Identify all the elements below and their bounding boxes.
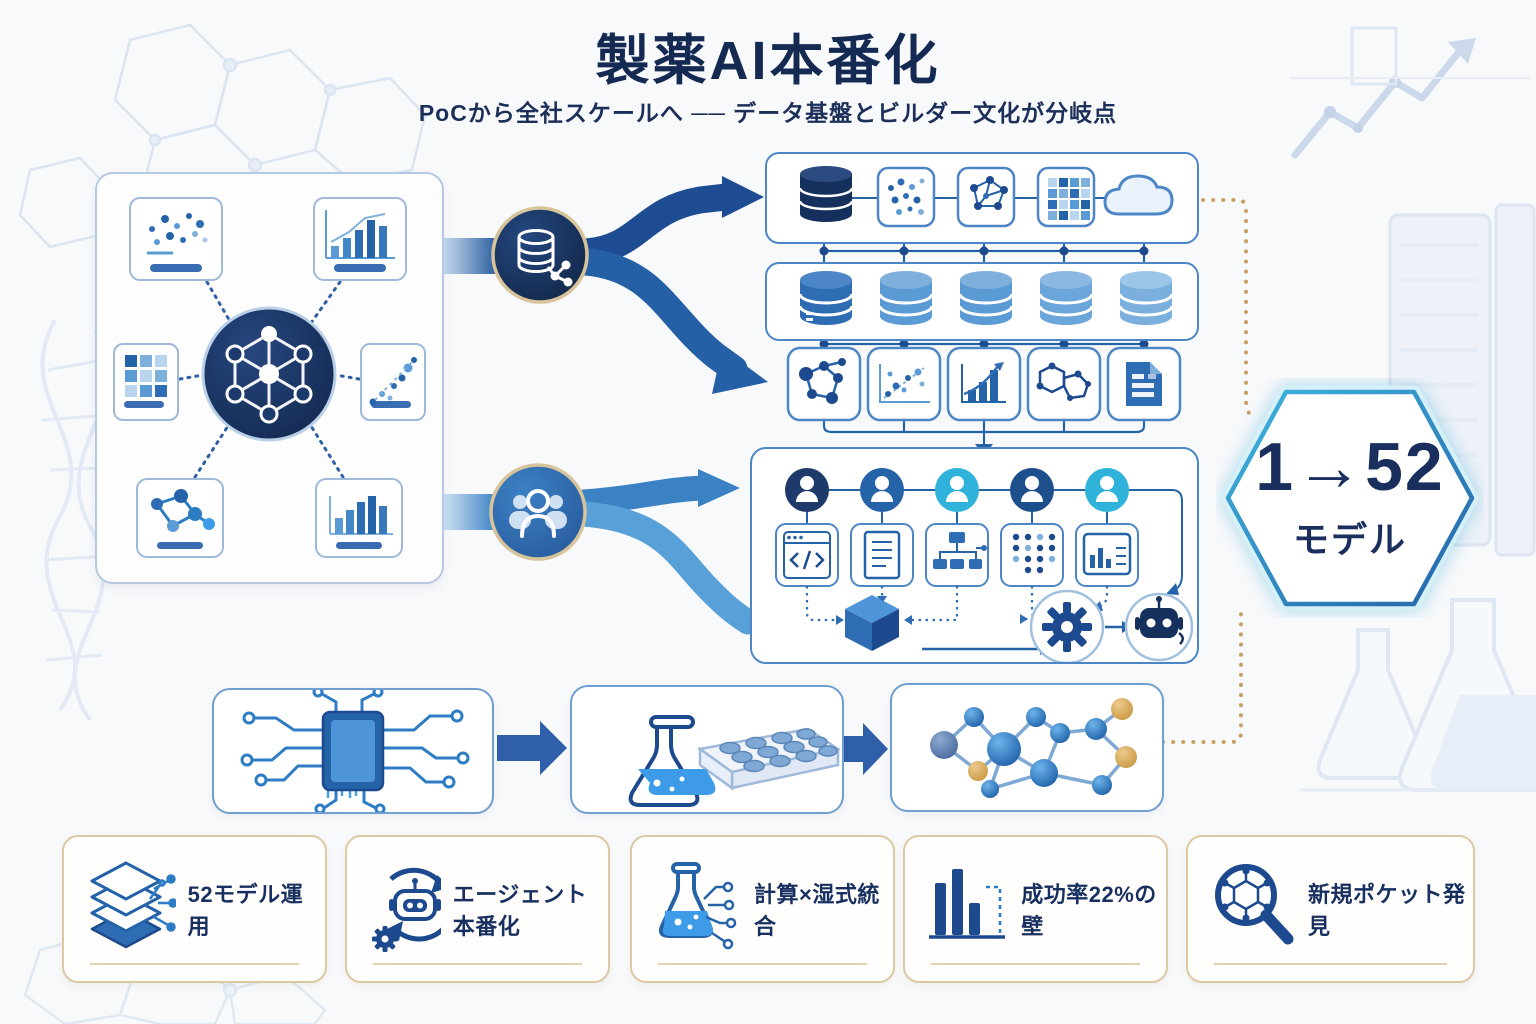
builder-avatars (785, 468, 1129, 512)
card-underline (90, 963, 299, 965)
scatter-chart-icon (147, 213, 208, 255)
flask-circuit-icon (658, 862, 737, 950)
builders-graphic (775, 468, 1194, 662)
ai-hub-graphic (113, 197, 426, 558)
analytics-row (786, 346, 1182, 422)
flask-decor (1300, 598, 1536, 792)
kpi-label: 新規ポケット発見 (1308, 882, 1466, 939)
hub-spokes (178, 280, 361, 479)
scatter-plot-icon (879, 364, 930, 403)
builders-box (750, 447, 1199, 664)
tool-cards (775, 523, 1139, 587)
database-cylinder-icon (1118, 271, 1174, 325)
heatmap-icon (1048, 178, 1090, 220)
robot-icon (1124, 592, 1194, 662)
model-count-value: 1→52 (1255, 429, 1445, 505)
team-flow-band (441, 494, 497, 530)
wetlab-step-box (570, 685, 844, 814)
heatmap-grid-icon (125, 355, 167, 397)
data-branch-arrows (572, 176, 768, 394)
avatar-robot-link (1129, 489, 1183, 592)
well-plate (696, 727, 842, 791)
ai-hub-panel (95, 172, 444, 584)
page-title: 製薬AI本番化 (595, 31, 941, 91)
robot-cycle-icon (372, 867, 441, 952)
kpi-label: 計算×湿式統合 (753, 882, 880, 939)
kpi-label: エージェント本番化 (452, 882, 588, 939)
card-underline (1214, 963, 1447, 965)
database-cylinders (798, 271, 1174, 325)
kpi-card-success-rate: 成功率22%の壁 (903, 835, 1168, 983)
molecule-icon (151, 489, 215, 532)
gear-icon (1029, 589, 1105, 662)
molecule-3d-icon (930, 698, 1137, 798)
cube-icon (845, 595, 899, 651)
dashboard-icon (1082, 532, 1132, 576)
dot-grid-icon (1012, 533, 1056, 574)
cloud-icon (1103, 174, 1174, 216)
flow-arrow-1 (497, 721, 567, 775)
kpi-label: 成功率22%の壁 (1021, 882, 1157, 939)
gold-dotted-connector (1161, 198, 1256, 744)
growth-line-decor (1290, 26, 1530, 159)
document-icon (863, 530, 901, 580)
code-window-icon (783, 531, 831, 579)
flask-wellplate-icon (628, 715, 842, 807)
data-flow-band (441, 238, 497, 274)
page-subtitle: PoCから全社スケールへ ── データ基盤とビルダー文化が分岐点 (418, 100, 1118, 126)
card-underline (373, 963, 582, 965)
molecule-step-box (890, 683, 1164, 812)
database-network-icon (517, 229, 573, 287)
hexagon-badge (1221, 385, 1479, 611)
server-rack-decor (1388, 203, 1536, 557)
model-count-unit: モデル (1292, 519, 1407, 561)
magnifier-molecule-icon (1215, 864, 1294, 945)
card-underlines (124, 264, 411, 549)
kpi-card-pocket-discovery: 新規ポケット発見 (1186, 835, 1475, 983)
compute-step-box (212, 688, 494, 814)
card-underline (658, 963, 867, 965)
data-badge (491, 206, 589, 304)
database-cylinder-icon (878, 271, 934, 325)
kpi-label: 52モデル運用 (187, 882, 304, 939)
row3-builders-connector (822, 420, 1146, 444)
kpi-card-agent: エージェント本番化 (345, 835, 610, 983)
team-branch-arrows (571, 469, 761, 635)
flask (628, 715, 716, 807)
kpi-card-integration: 計算×湿式統合 (630, 835, 895, 983)
model-count-badge: 1→52 モデル (1238, 429, 1462, 563)
scatter-icon (888, 178, 925, 215)
report-table-icon (1126, 362, 1162, 406)
growth-chart-icon (961, 362, 1006, 403)
bar-chart-icon (329, 496, 393, 535)
bar-chart-wall-icon (929, 869, 1005, 939)
layers-circuit-icon (90, 861, 176, 949)
team-icon (509, 489, 567, 538)
network-icon (799, 358, 846, 404)
graph-network-icon (970, 176, 1008, 210)
chip-circuit-icon (240, 690, 470, 812)
flowchart-icon (933, 532, 987, 569)
database-cylinder-icon (958, 271, 1014, 325)
kpi-card-model-ops: 52モデル運用 (62, 835, 327, 983)
database-icon (798, 166, 854, 222)
network-hub-icon (201, 306, 337, 442)
data-sources-row (765, 152, 1199, 244)
flow-arrow-2 (844, 723, 888, 775)
growth-bar-chart-icon (325, 210, 395, 259)
team-badge (489, 463, 587, 561)
molecule-rings-icon (1036, 362, 1091, 401)
scatter-trend-icon (369, 357, 417, 406)
card-underline (931, 963, 1140, 965)
data-sources-icons (798, 166, 1174, 228)
database-cylinder-icon (798, 271, 854, 325)
database-cylinder-icon (1038, 271, 1094, 325)
pocket-molecule (1221, 867, 1271, 922)
database-row (765, 262, 1199, 341)
